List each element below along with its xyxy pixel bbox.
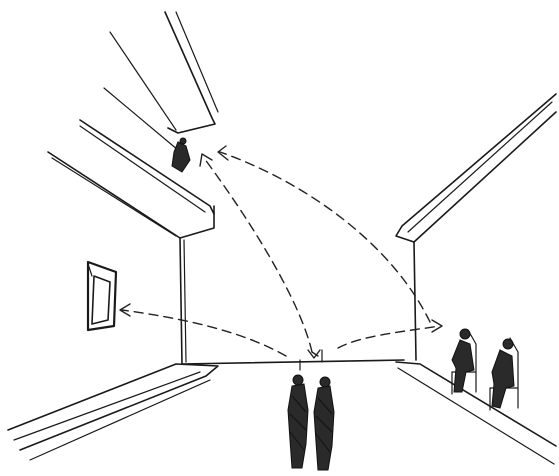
- window-left-wall: [88, 262, 116, 330]
- standing-figures: [288, 375, 334, 470]
- ceiling-beam-right: [396, 94, 556, 242]
- ceiling-beams-left: [48, 12, 218, 238]
- ceiling-figure: [172, 138, 190, 172]
- seated-figures: [452, 329, 518, 410]
- back-wall-edges: [180, 238, 416, 364]
